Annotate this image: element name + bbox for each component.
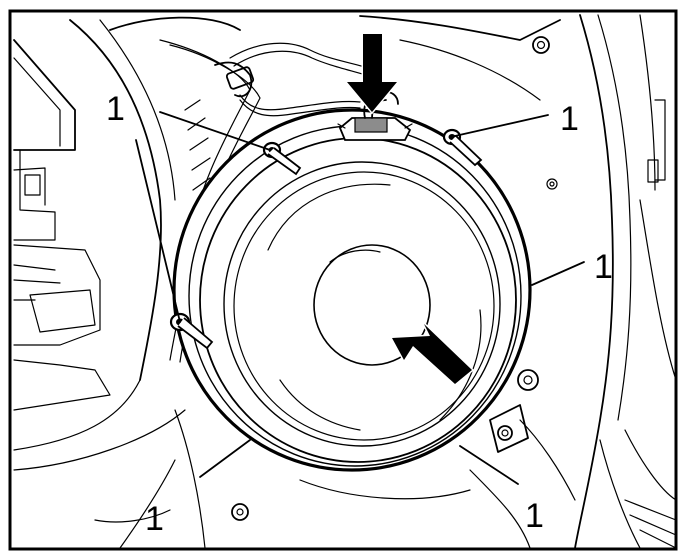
speaker-surround [223,161,501,447]
speaker-connector [337,90,413,141]
mount-hole [517,369,539,391]
bracket-plate [489,404,529,453]
callout-label: 1 [560,100,579,138]
diagonal-arrow-icon [389,322,475,386]
mount-hole [532,36,550,54]
callout-label: 1 [145,500,164,538]
mount-hole [231,503,249,521]
callout-label: 1 [594,248,613,286]
screw-top-right [442,128,483,167]
callout-label: 1 [106,90,125,128]
callout-label: 1 [525,497,544,535]
mount-hole [546,178,558,190]
speaker-assembly [169,90,532,472]
down-arrow-icon [343,32,401,115]
screw-top-left [262,141,302,176]
dust-cap [313,244,431,366]
leader-lines [135,111,585,485]
